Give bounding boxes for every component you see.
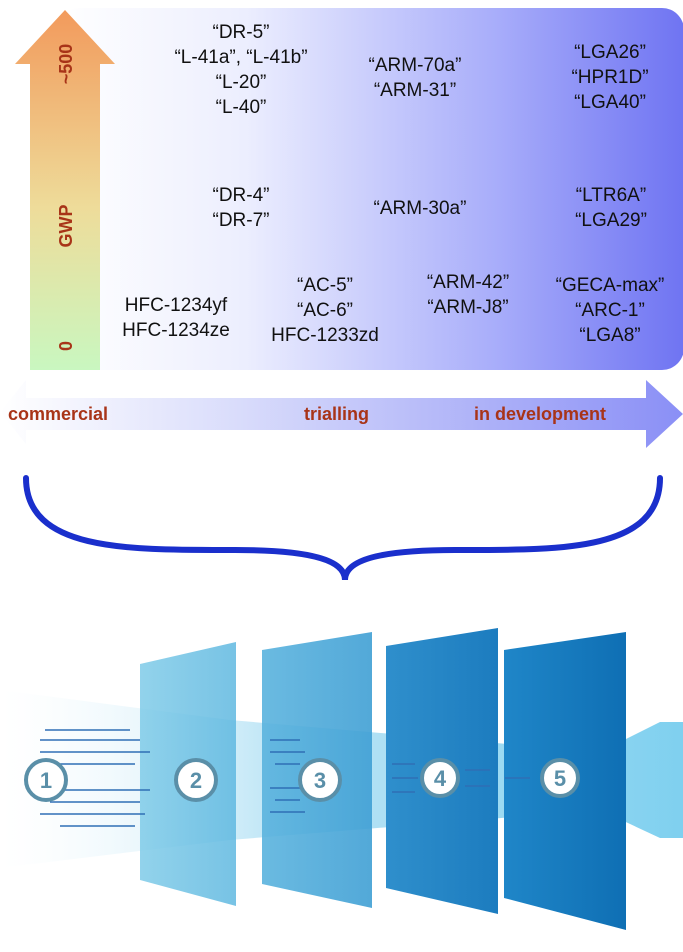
filter-panel-1: [140, 642, 236, 906]
refrigerant-name: “GECA-max”: [555, 275, 665, 296]
refrigerant-name: “HPR1D”: [571, 67, 649, 88]
refrigerant-name: “LGA40”: [574, 92, 646, 113]
refrigerant-name: “ARM-70a”: [368, 55, 462, 76]
refrigerant-group: “ARM-70a” “ARM-31”: [330, 53, 500, 103]
refrigerant-name: “ARM-31”: [373, 80, 457, 101]
refrigerant-group: “LTR6A” “LGA29”: [546, 183, 676, 233]
refrigerant-name: HFC-1233zd: [271, 325, 379, 346]
refrigerant-group: “LGA26” “HPR1D” “LGA40”: [540, 40, 680, 115]
refrigerant-name: “AC-5”: [297, 275, 353, 296]
refrigerant-name: “L-41a”, “L-41b”: [174, 47, 308, 68]
refrigerant-name: “ARM-J8”: [427, 297, 509, 318]
refrigerant-name: HFC-1234yf: [124, 295, 228, 316]
filter-panel-4: [504, 632, 626, 930]
refrigerant-name: “LGA26”: [574, 42, 646, 63]
refrigerant-group: HFC-1234yf HFC-1234ze: [108, 293, 244, 343]
refrigerant-name: HFC-1234ze: [122, 320, 230, 341]
gwp-maturity-panel: [58, 8, 683, 370]
refrigerant-name: “LTR6A”: [575, 185, 647, 206]
refrigerant-group: “GECA-max” “ARC-1” “LGA8”: [538, 273, 682, 348]
refrigerant-name: “ARM-30a”: [373, 198, 467, 219]
refrigerant-name: “L-40”: [215, 97, 267, 118]
refrigerant-name: “AC-6”: [297, 300, 353, 321]
refrigerant-name: “L-20”: [215, 72, 267, 93]
curly-brace: [23, 475, 663, 581]
gwp-axis-label: GWP: [56, 204, 76, 248]
gwp-max-tick: ~500: [56, 43, 76, 85]
stage-label-trialling: trialling: [304, 404, 370, 424]
flow-lines: [40, 729, 530, 827]
refrigerant-group: “DR-5” “L-41a”, “L-41b” “L-20” “L-40”: [126, 20, 356, 120]
refrigerant-name: “DR-7”: [212, 210, 270, 231]
refrigerant-name: “ARC-1”: [575, 300, 645, 321]
gwp-axis-arrow: [15, 10, 115, 370]
stage-label-commercial: commercial: [8, 404, 109, 424]
refrigerant-group: “ARM-42” “ARM-J8”: [398, 270, 538, 320]
refrigerant-group: “ARM-30a”: [340, 196, 500, 221]
maturity-axis-arrow: [0, 380, 683, 448]
refrigerant-name: “DR-5”: [212, 22, 270, 43]
refrigerant-group: “AC-5” “AC-6” HFC-1233zd: [250, 273, 400, 348]
refrigerant-name: “ARM-42”: [426, 272, 510, 293]
refrigerant-group: “DR-4” “DR-7”: [166, 183, 316, 233]
refrigerant-name: “LGA29”: [575, 210, 647, 231]
gwp-min-tick: 0: [56, 341, 76, 352]
refrigerant-name: “LGA8”: [579, 325, 641, 346]
filter-panel-2: [262, 632, 372, 908]
filter-panel-3: [386, 628, 498, 914]
refrigerant-name: “DR-4”: [212, 185, 270, 206]
stage-label-in-development: in development: [474, 404, 607, 424]
